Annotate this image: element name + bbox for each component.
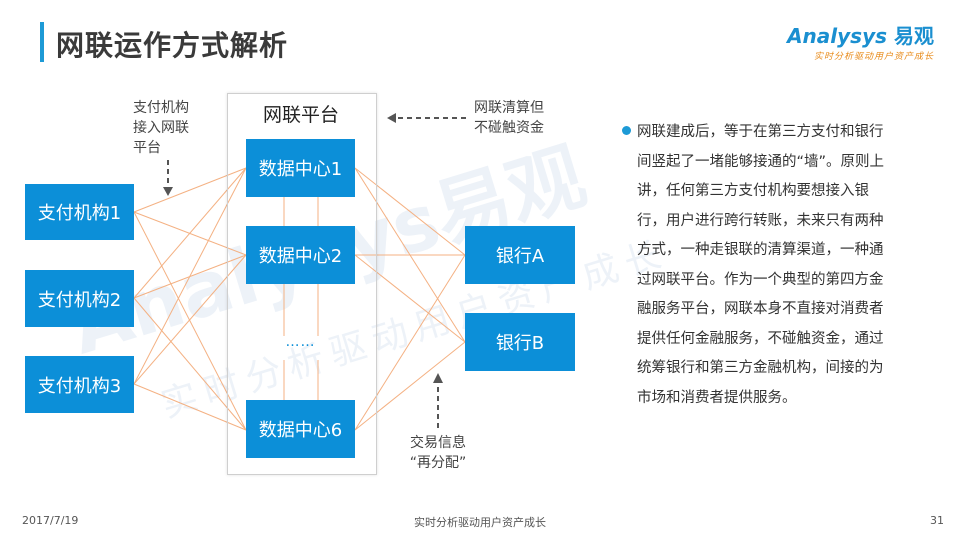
payment-org-1: 支付机构1 [25, 184, 134, 240]
connector-line [354, 341, 466, 431]
platform-frame [227, 93, 377, 475]
footer-date: 2017/7/19 [22, 514, 79, 527]
data-center-6: 数据中心6 [246, 400, 355, 458]
platform-title: 网联平台 [262, 104, 339, 126]
description-paragraph: 网联建成后，等于在第三方支付和银行间竖起了一堵能够接通的“墙”。原则上讲，任何第… [637, 124, 885, 406]
bank-a: 银行A [465, 226, 575, 284]
title-accent-bar [40, 22, 44, 62]
logo-brand-cn: 易观 [894, 24, 934, 48]
note-redistribution: 交易信息 “再分配” [398, 433, 478, 473]
note-line: 网联清算但 [474, 100, 544, 116]
note-line: “再分配” [409, 455, 467, 471]
note-payment-access: 支付机构 接入网联 平台 [133, 98, 189, 158]
logo-brand-en: Analysys [787, 24, 888, 48]
note-line: 平台 [133, 140, 161, 156]
connector-line [354, 254, 466, 343]
payment-org-2: 支付机构2 [25, 270, 134, 327]
logo-tagline: 实时分析驱动用户资产成长 [813, 52, 934, 62]
data-center-2: 数据中心2 [246, 226, 355, 284]
arrowhead-up [433, 373, 443, 383]
data-center-1: 数据中心1 [246, 139, 355, 197]
note-line: 支付机构 [133, 100, 189, 116]
bank-b: 银行B [465, 313, 575, 371]
note-line: 接入网联 [133, 120, 189, 136]
analysys-logo: Analysys 易观 实时分析驱动用户资产成长 [787, 20, 934, 62]
page-title: 网联运作方式解析 [56, 29, 289, 62]
payment-org-3: 支付机构3 [25, 356, 134, 413]
note-line: 交易信息 [410, 435, 466, 451]
arrowhead-down [163, 187, 173, 196]
logo-wordmark: Analysys 易观 [787, 20, 934, 49]
note-clearing: 网联清算但 不碰触资金 [474, 98, 544, 138]
data-center-ellipsis: …… [285, 334, 316, 350]
footer-tagline: 实时分析驱动用户资产成长 [414, 516, 546, 529]
page-number: 31 [930, 514, 944, 527]
connector-line [354, 254, 466, 431]
arrowhead-left [387, 113, 396, 123]
connector-line [354, 167, 466, 256]
bullet-icon [622, 126, 631, 135]
note-line: 不碰触资金 [474, 120, 544, 136]
